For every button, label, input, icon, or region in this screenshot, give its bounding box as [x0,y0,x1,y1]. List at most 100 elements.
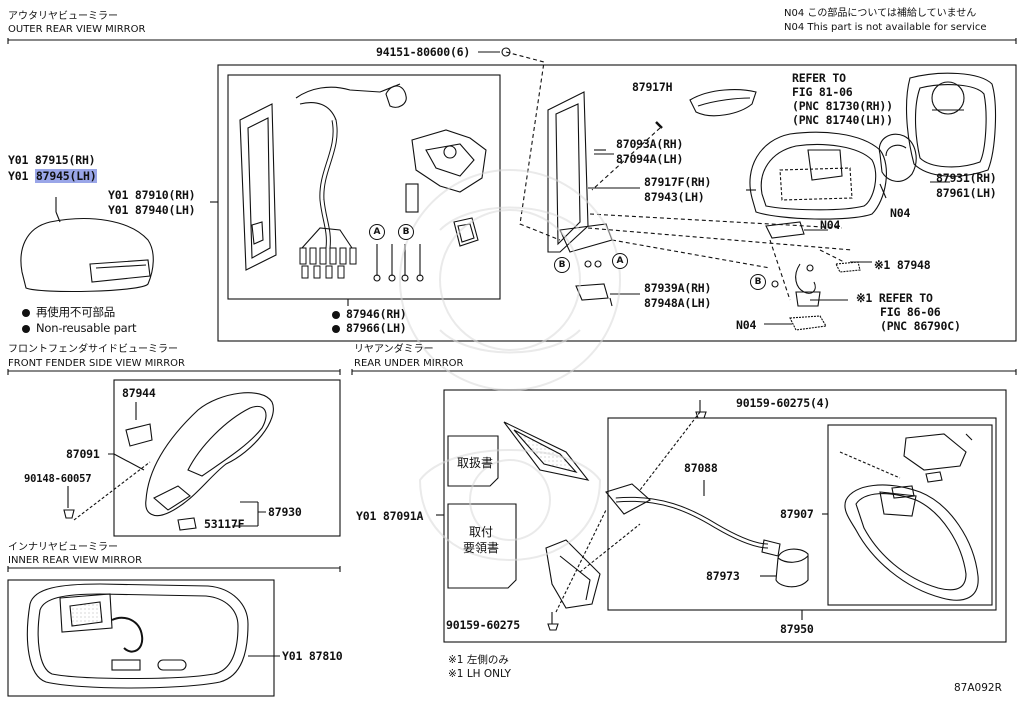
front-frame [113,379,341,537]
part-label-87917h[interactable]: 87917H [632,80,673,94]
part-label-87961[interactable]: 87961(LH) [936,186,997,200]
manual-line: 取付 [468,525,493,539]
actuator-drawing [411,129,487,193]
part-text: 87946(RH) [346,307,407,321]
part-label-87915[interactable]: Y01 87915(RH) [8,153,96,167]
n04-label-clip: N04 [820,218,841,232]
part-label-94151[interactable]: 94151-80600(6) [376,45,471,59]
legend-text: Non-reusable part [36,321,137,335]
n04-label-base: N04 [736,318,757,332]
part-label-87907[interactable]: 87907 [780,507,814,521]
marker-b-icon: B [554,257,570,273]
marker-b-icon: B [398,224,414,240]
non-reusable-dot-icon [22,324,30,333]
part-label-90159[interactable]: 90159-60275 [446,618,520,632]
legend-text: 再使用不可部品 [36,305,116,319]
part-label-87091[interactable]: 87091 [66,447,100,461]
outer-header-en: OUTER REAR VIEW MIRROR [8,24,146,35]
mirror-cover-drawing-2 [903,433,967,471]
refer-line: (PNC 86790C) [880,319,961,333]
part-label-87945[interactable]: Y01 87945(LH) [8,169,98,183]
refer-line: FIG 86-06 [880,305,941,319]
mirror-cover-drawing [20,218,154,293]
non-reusable-dot-icon [332,310,340,319]
inner-header-jp: インナリヤビューミラー [8,542,118,553]
figure-code: 87A092R [954,682,1002,694]
motor-drawing [878,133,917,182]
refer-note-86-06: ※1 REFER TO FIG 86-06 (PNC 86790C) [856,291,961,333]
part-label-87917f[interactable]: 87917F(RH) [644,175,712,189]
part-label-87810[interactable]: Y01 87810 [282,649,343,663]
n04-note-en: N04 This part is not available for servi… [784,22,987,33]
manual-sheet-2 [447,503,517,589]
lh-note-jp: ※1 左側のみ [448,654,509,666]
highlighted-part-87945[interactable]: 87945(LH) [34,169,98,183]
manual-sheet-1 [447,435,499,487]
manual-label-1: 取扱書 [456,456,493,470]
part-label-87973[interactable]: 87973 [706,569,740,583]
part-label-87943[interactable]: 87943(LH) [644,190,705,204]
part-prefix-y01: Y01 [8,169,29,183]
rear-mirror-frame [827,424,993,606]
part-label-87930[interactable]: 87930 [268,505,302,519]
rear-header-jp: リヤアンダミラー [354,344,434,355]
part-label-87950[interactable]: 87950 [780,622,814,636]
mirror-glass-drawing [905,72,997,177]
film-drawing [503,421,590,481]
harness-subframe [227,74,501,300]
front-section-line [7,369,341,375]
inner-header-en: INNER REAR VIEW MIRROR [8,555,143,566]
inner-section-line [7,566,341,572]
refer-line: REFER TO [792,71,846,85]
part-label-87939a[interactable]: 87939A(RH) [644,281,712,295]
cap-drawing [775,548,809,588]
marker-a-icon: A [369,224,385,240]
non-reusable-dot-icon [22,308,30,317]
garnish-drawing [239,103,277,271]
part-label-87093a[interactable]: 87093A(RH) [616,137,684,151]
turn-lamp-drawing [689,89,757,117]
marker-a-icon: A [612,253,628,269]
rear-header-en: REAR UNDER MIRROR [354,358,464,369]
manual-line: 要領書 [462,541,499,555]
part-label-87948a[interactable]: 87948A(LH) [644,296,712,310]
part-label-87931[interactable]: 87931(RH) [936,171,997,185]
rear-section-line [351,369,1017,375]
outer-frame [217,64,1017,342]
bracket-drawing [547,91,589,253]
refer-line: ※1 REFER TO [856,291,933,305]
fender-cap-drawing [125,423,153,447]
part-label-87091a[interactable]: Y01 87091A [356,509,424,523]
part-label-87944[interactable]: 87944 [122,386,156,400]
mirror-housing-drawing [749,131,887,220]
part-label-87966[interactable]: 87966(LH) [332,321,407,335]
under-bracket-drawing [545,539,601,609]
part-label-87948[interactable]: ※1 87948 [874,258,931,272]
part-label-53117f[interactable]: 53117F [204,517,245,531]
part-label-87088[interactable]: 87088 [684,461,718,475]
front-header-jp: フロントフェンダサイドビューミラー [8,344,178,355]
legend-jp: 再使用不可部品 [22,305,115,319]
part-text: 87966(LH) [346,321,407,335]
front-header-en: FRONT FENDER SIDE VIEW MIRROR [8,358,185,369]
part-label-87094a[interactable]: 87094A(LH) [616,152,684,166]
part-label-90148[interactable]: 90148-60057 [24,473,92,485]
part-label-87940[interactable]: Y01 87940(LH) [108,203,196,217]
inner-frame [7,579,275,697]
legend-en: Non-reusable part [22,321,137,335]
non-reusable-dot-icon [332,324,340,333]
lh-note-en: ※1 LH ONLY [448,668,511,680]
n04-note-jp: N04 この部品については補給していません [784,8,977,19]
refer-note-81-06: REFER TO FIG 81-06 (PNC 81730(RH)) (PNC … [792,71,893,127]
inner-mirror-drawing [26,583,249,689]
manual-label-2: 取付 要領書 [456,524,506,556]
part-label-87946[interactable]: 87946(RH) [332,307,407,321]
arm-base-drawing [605,483,651,515]
part-label-87910[interactable]: Y01 87910(RH) [108,188,196,202]
fender-mirror-drawing [145,392,274,517]
part-label-90159-4[interactable]: 90159-60275(4) [736,396,831,410]
n04-label-motor: N04 [890,206,911,220]
